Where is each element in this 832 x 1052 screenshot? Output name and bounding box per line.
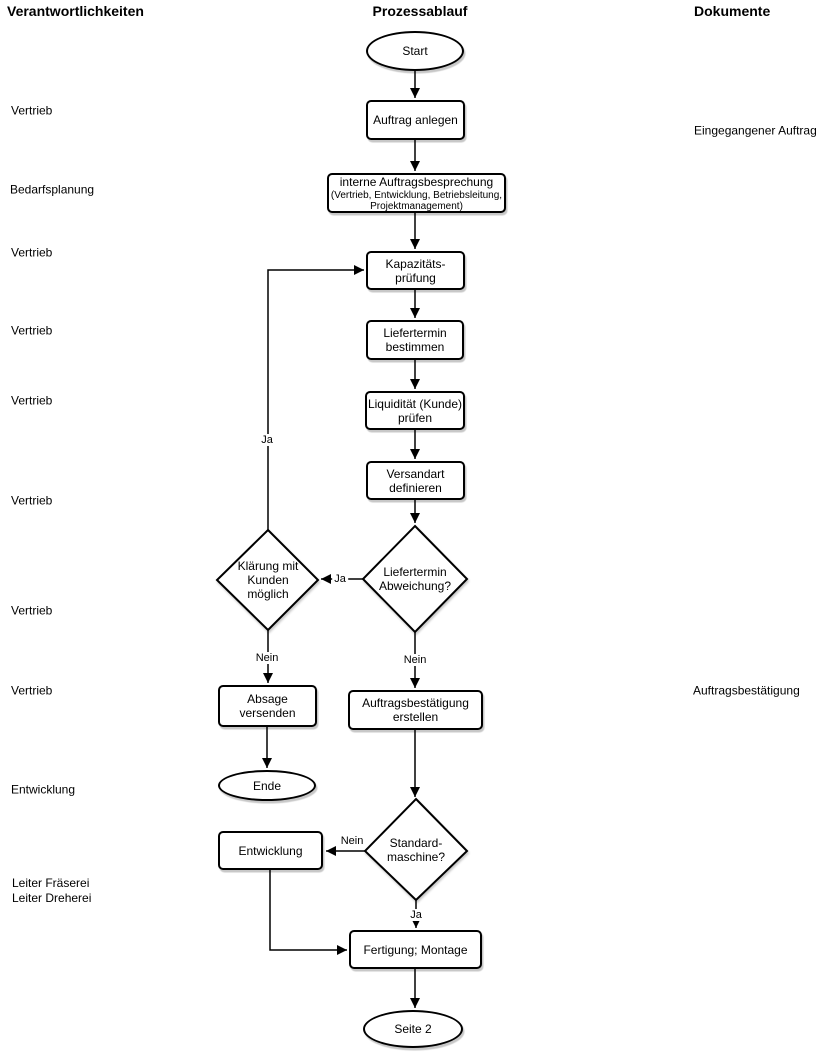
node-fertigung-montage-label: Fertigung; Montage	[363, 942, 468, 957]
responsibility-label-entwicklung: Entwicklung	[11, 782, 76, 797]
node-liefertermin-bestimmen-label: Liefertermin bestimmen	[383, 326, 447, 354]
node-ende-terminator[interactable]: Ende	[218, 770, 316, 801]
edge-label-ja-abweichung: Ja	[332, 573, 348, 585]
decision-klaerung-mit-kunden-label: Klärung mit Kunden möglich	[237, 559, 299, 601]
node-versandart-definieren-label: Versandart definieren	[386, 466, 445, 495]
node-interne-auftragsbesprechung[interactable]: interne Auftragsbesprechung (Vertrieb, E…	[327, 173, 506, 213]
responsibility-label-vertrieb-2: Vertrieb	[11, 245, 53, 260]
decision-klaerung-mit-kunden-shape[interactable]	[215, 528, 320, 632]
node-start-terminator[interactable]: Start	[366, 31, 464, 71]
decision-standardmaschine-shape[interactable]	[363, 797, 469, 902]
responsibility-label-vertrieb-1: Vertrieb	[11, 103, 53, 118]
responsibility-label-vertrieb-6: Vertrieb	[11, 603, 53, 618]
node-auftragsbestaetigung-erstellen-label: Auftragsbestätigung erstellen	[362, 696, 469, 724]
node-ende-label: Ende	[252, 778, 282, 793]
column-header-process: Prozessablauf	[372, 3, 468, 19]
node-kapazitaetspruefung-label: Kapazitäts- prüfung	[385, 256, 446, 285]
node-seite-2-terminator[interactable]: Seite 2	[363, 1010, 463, 1048]
document-label-auftragsbestaetigung: Auftragsbestätigung	[693, 683, 800, 698]
node-auftrag-anlegen[interactable]: Auftrag anlegen	[366, 100, 465, 140]
responsibility-label-vertrieb-4: Vertrieb	[11, 393, 53, 408]
node-versandart-definieren[interactable]: Versandart definieren	[366, 461, 465, 500]
decision-liefertermin-abweichung-shape[interactable]	[361, 524, 469, 634]
edge-label-nein-klaerung: Nein	[253, 652, 281, 664]
node-liquiditaet-pruefen-label: Liquidität (Kunde) prüfen	[367, 396, 463, 425]
node-seite-2-label: Seite 2	[394, 1022, 432, 1036]
node-absage-versenden-label: Absage versenden	[239, 692, 296, 720]
edge-label-ja-loop: Ja	[259, 434, 275, 446]
responsibility-label-vertrieb-3: Vertrieb	[11, 323, 53, 338]
responsibility-label-leiter: Leiter Fräserei Leiter Dreherei	[12, 876, 92, 905]
edge-label-nein-abweichung: Nein	[401, 654, 429, 666]
responsibility-label-vertrieb-7: Vertrieb	[11, 683, 53, 698]
edge-label-ja-standardmaschine: Ja	[408, 909, 424, 921]
node-liquiditaet-pruefen[interactable]: Liquidität (Kunde) prüfen	[365, 391, 465, 430]
responsibility-label-bedarfsplanung: Bedarfsplanung	[10, 182, 95, 197]
node-liefertermin-bestimmen[interactable]: Liefertermin bestimmen	[366, 320, 464, 360]
responsibility-label-vertrieb-5: Vertrieb	[11, 493, 53, 508]
node-auftrag-anlegen-label: Auftrag anlegen	[373, 113, 458, 127]
document-label-eingegangener-auftrag: Eingegangener Auftrag	[694, 123, 817, 138]
decision-liefertermin-abweichung-label: Liefertermin Abweichung?	[378, 565, 452, 593]
node-auftragsbestaetigung-erstellen[interactable]: Auftragsbestätigung erstellen	[348, 690, 483, 730]
decision-standardmaschine-label: Standard- maschine?	[386, 836, 446, 864]
node-entwicklung-label: Entwicklung	[238, 843, 303, 858]
node-besprechung-title: interne Auftragsbesprechung	[339, 174, 494, 189]
edge-klaerung-ja-loop-to-kapazitaet[interactable]	[267, 265, 364, 530]
node-absage-versenden[interactable]: Absage versenden	[218, 685, 317, 727]
node-kapazitaetspruefung[interactable]: Kapazitäts- prüfung	[366, 251, 465, 290]
column-header-documents: Dokumente	[694, 3, 771, 19]
node-entwicklung[interactable]: Entwicklung	[218, 831, 323, 870]
edge-entwicklung-to-fertigung[interactable]	[269, 870, 347, 955]
edge-label-nein-standardmaschine: Nein	[338, 835, 366, 847]
node-besprechung-participants: (Vertrieb, Entwicklung, Betriebsleitung,…	[330, 189, 503, 212]
column-header-responsibilities: Verantwortlichkeiten	[7, 3, 144, 19]
node-fertigung-montage[interactable]: Fertigung; Montage	[349, 930, 482, 969]
node-start-label: Start	[402, 44, 428, 58]
